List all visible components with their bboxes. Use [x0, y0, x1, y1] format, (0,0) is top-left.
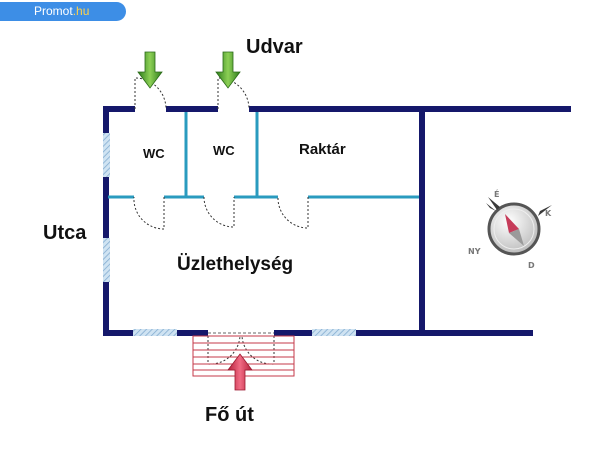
- room-storage: Raktár: [299, 141, 346, 158]
- top-door-gap-1: [135, 105, 166, 113]
- compass-south: D: [528, 261, 535, 270]
- room-wc-1: WC: [143, 146, 165, 161]
- courtyard-entry-arrow-2: [215, 51, 241, 89]
- courtyard-label: Udvar: [246, 36, 303, 58]
- site-badge[interactable]: Promot.hu: [0, 2, 126, 21]
- main-entry-arrow: [227, 353, 253, 391]
- badge-name: Promot: [34, 4, 73, 18]
- compass-needle-south: [509, 229, 524, 246]
- courtyard-entry-arrow-1: [137, 51, 163, 89]
- door-swings: [133, 77, 309, 365]
- compass-north: É: [494, 188, 499, 199]
- windows: [103, 133, 356, 336]
- compass: É K D NY: [468, 188, 552, 270]
- compass-east: K: [545, 209, 552, 218]
- main-road-label: Fő út: [205, 404, 254, 426]
- compass-ticks: [486, 197, 552, 256]
- interior-door-gaps: [134, 194, 308, 200]
- compass-west: NY: [468, 247, 481, 256]
- compass-needle-north: [505, 214, 519, 233]
- street-label: Utca: [43, 222, 87, 244]
- room-wc-2: WC: [213, 143, 235, 158]
- badge-domain: .hu: [72, 4, 90, 18]
- top-door-gap-2: [218, 105, 249, 113]
- room-shop: Üzlethelység: [177, 254, 293, 275]
